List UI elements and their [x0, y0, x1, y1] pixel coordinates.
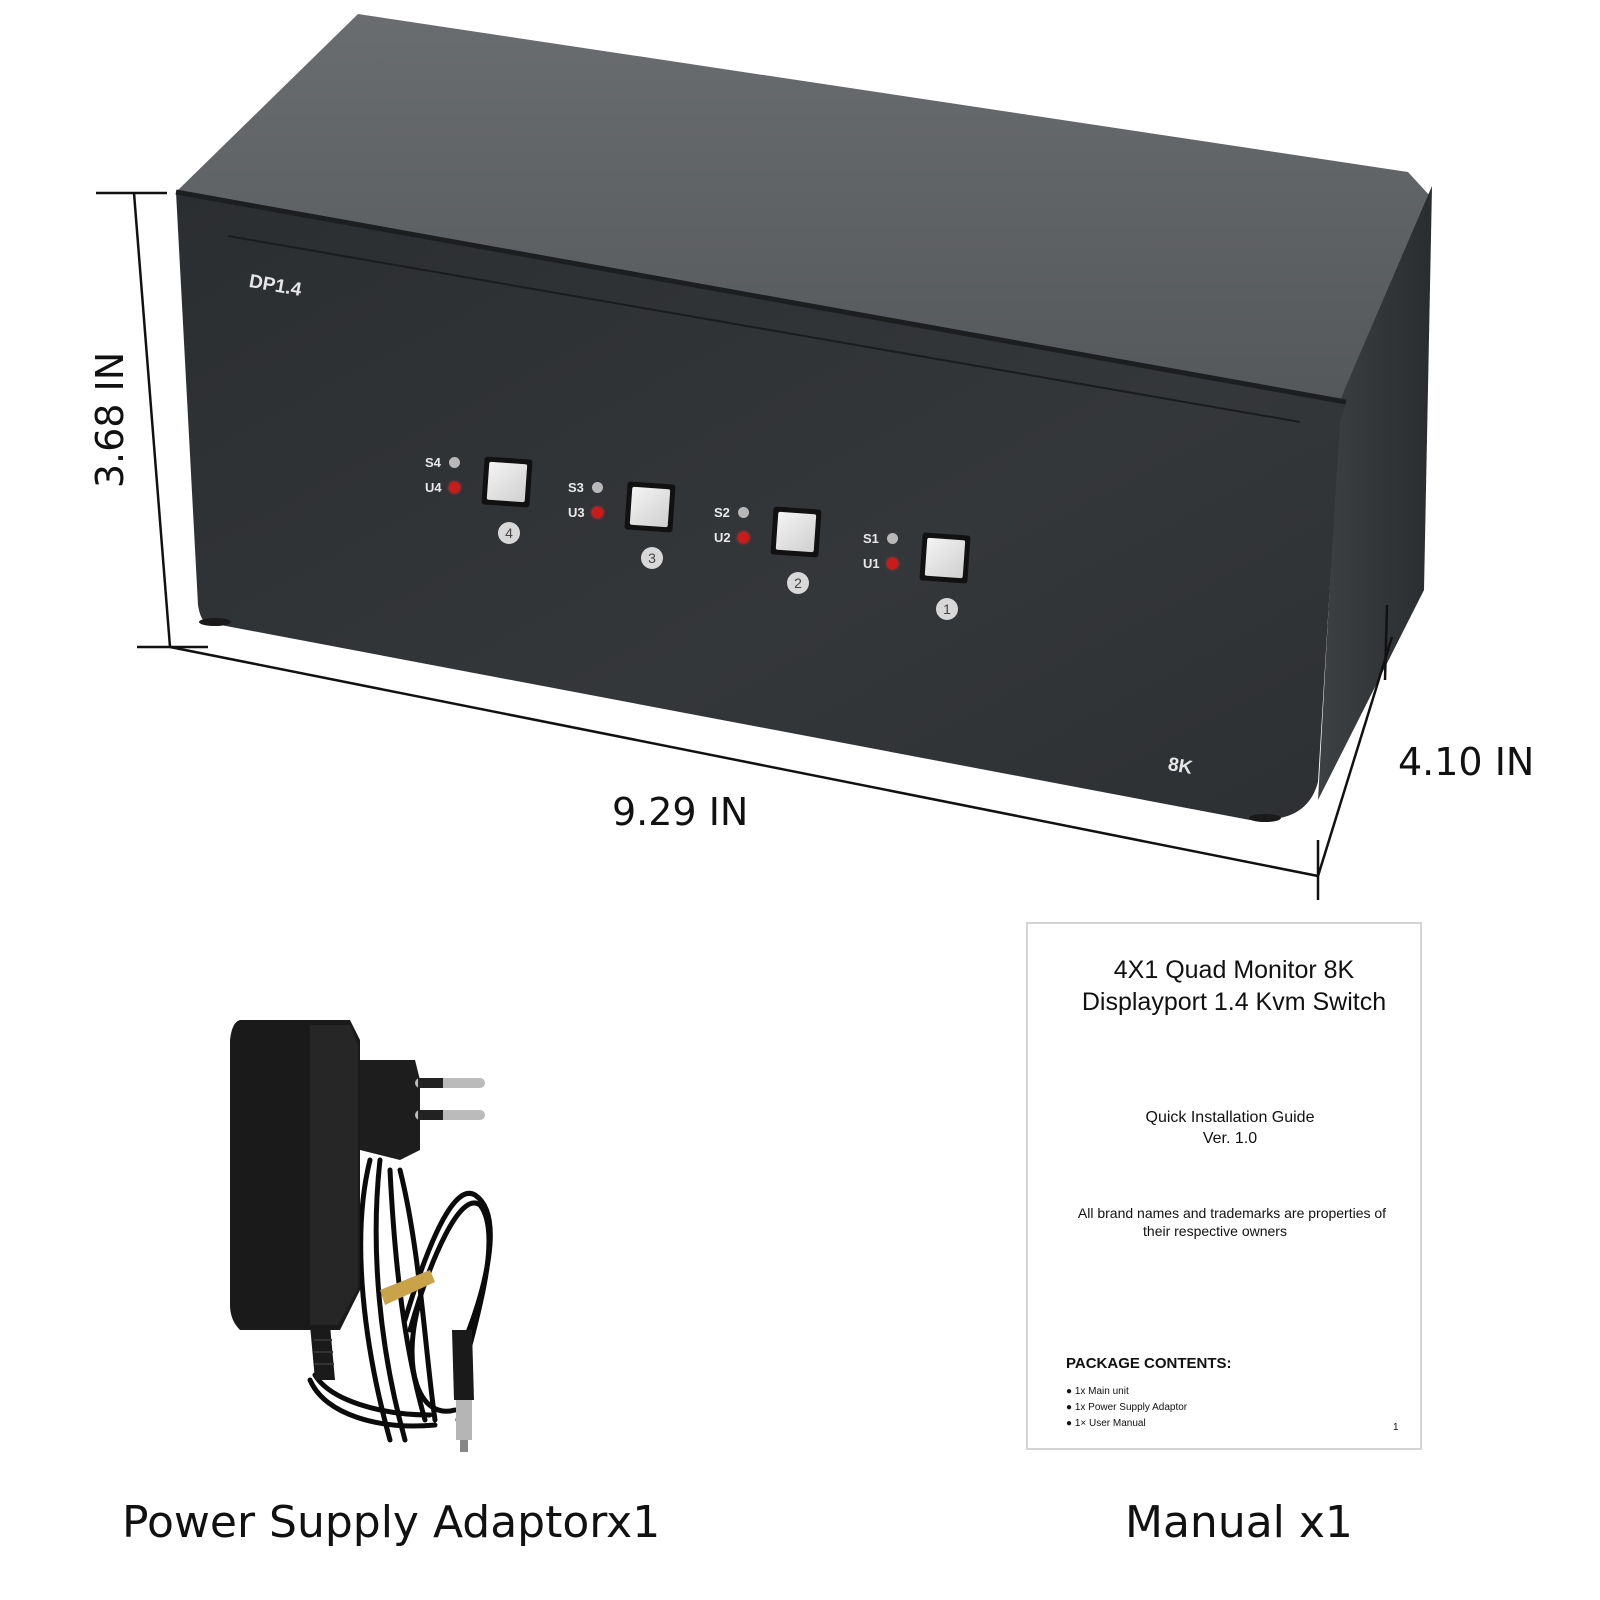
- manual-title-line-2: Displayport 1.4 Kvm Switch: [1081, 988, 1387, 1016]
- port-number-3: 3: [641, 547, 663, 569]
- s3-label: S3: [568, 480, 584, 495]
- manual-page-number: 1: [1393, 1422, 1399, 1433]
- port-number-4: 4: [498, 522, 520, 544]
- adapter-caption: Power Supply Adaptorx1: [122, 1497, 661, 1548]
- u1-led: [887, 558, 898, 569]
- manual-item: ● 1x Power Supply Adaptor: [1066, 1402, 1188, 1413]
- switch-top-face: [176, 14, 1430, 400]
- s4-led: [449, 457, 460, 468]
- u4-led: [449, 482, 460, 493]
- kvm-switch-illustration: [96, 14, 1432, 912]
- select-button-4[interactable]: [481, 456, 533, 508]
- select-button-2[interactable]: [770, 506, 822, 558]
- manual-guide-title: Quick Installation Guide: [1145, 1109, 1315, 1126]
- u3-led: [592, 507, 603, 518]
- manual-package-heading: PACKAGE CONTENTS:: [1066, 1355, 1232, 1372]
- s1-led: [887, 533, 898, 544]
- manual-trademark-1: All brand names and trademarks are prope…: [1077, 1205, 1387, 1221]
- port-number-1: 1: [936, 598, 958, 620]
- u2-label: U2: [714, 530, 731, 545]
- manual-item: ● 1x Main unit: [1066, 1386, 1129, 1397]
- 8k-label: 8K: [1166, 754, 1194, 779]
- s2-led: [738, 507, 749, 518]
- width-dimension-label: 9.29 IN: [612, 790, 749, 834]
- manual-title-line-1: 4X1 Quad Monitor 8K: [1113, 956, 1355, 984]
- u1-label: U1: [863, 556, 880, 571]
- select-button-1[interactable]: [919, 532, 971, 584]
- manual-trademark-2: their respective owners: [1143, 1223, 1287, 1239]
- u3-label: U3: [568, 505, 585, 520]
- s4-label: S4: [425, 455, 441, 470]
- s3-led: [592, 482, 603, 493]
- manual-version: Ver. 1.0: [1202, 1130, 1258, 1147]
- power-adapter-photo: [220, 1020, 540, 1500]
- port-group-1: S1 U1 1: [858, 526, 988, 626]
- switch-side-face: [1318, 186, 1432, 800]
- port-group-4: S4 U4 4: [420, 450, 550, 550]
- u4-label: U4: [425, 480, 442, 495]
- dimension-lines: [96, 191, 1394, 912]
- manual-item: ● 1× User Manual: [1066, 1418, 1146, 1429]
- height-dimension-label: 3.68 IN: [88, 351, 132, 489]
- s2-label: S2: [714, 505, 730, 520]
- select-button-3[interactable]: [624, 481, 676, 533]
- manual-caption: Manual x1: [1125, 1497, 1353, 1548]
- u2-led: [738, 532, 749, 543]
- manual-page: 4X1 Quad Monitor 8K Displayport 1.4 Kvm …: [1026, 922, 1422, 1450]
- depth-dimension-label: 4.10 IN: [1398, 740, 1535, 784]
- kvm-switch-photo: [96, 14, 1432, 912]
- power-adapter-illustration: [230, 1020, 493, 1452]
- port-number-2: 2: [787, 572, 809, 594]
- port-group-2: S2 U2 2: [709, 500, 839, 600]
- port-group-3: S3 U3 3: [563, 475, 693, 575]
- s1-label: S1: [863, 531, 879, 546]
